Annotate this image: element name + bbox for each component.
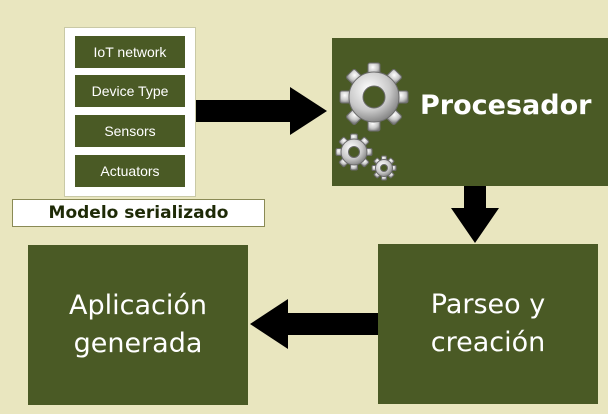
arrow-model-to-processor [196,87,327,135]
arrow-parse-to-app [250,299,378,349]
processor-box: Procesador [332,38,608,186]
processor-title: Procesador [420,90,592,121]
app-line-1: Aplicación [69,290,207,321]
model-label: Modelo serializado [12,199,265,227]
parse-line-1: Parseo y [430,289,546,320]
app-box: Aplicación generada [28,245,248,405]
app-line-2: generada [73,328,203,359]
model-item-iot-network: IoT network [75,36,185,68]
gears-icon [335,62,409,181]
model-item-device-type: Device Type [75,75,185,107]
model-item-sensors: Sensors [75,115,185,147]
parse-line-2: creación [430,327,546,358]
parse-text: Parseo y creación [431,286,546,362]
app-text: Aplicación generada [69,287,207,363]
model-panel: IoT network Device Type Sensors Actuator… [64,27,196,197]
arrow-processor-to-parse [451,186,499,243]
model-item-actuators: Actuators [75,155,185,187]
parse-box: Parseo y creación [378,244,598,404]
